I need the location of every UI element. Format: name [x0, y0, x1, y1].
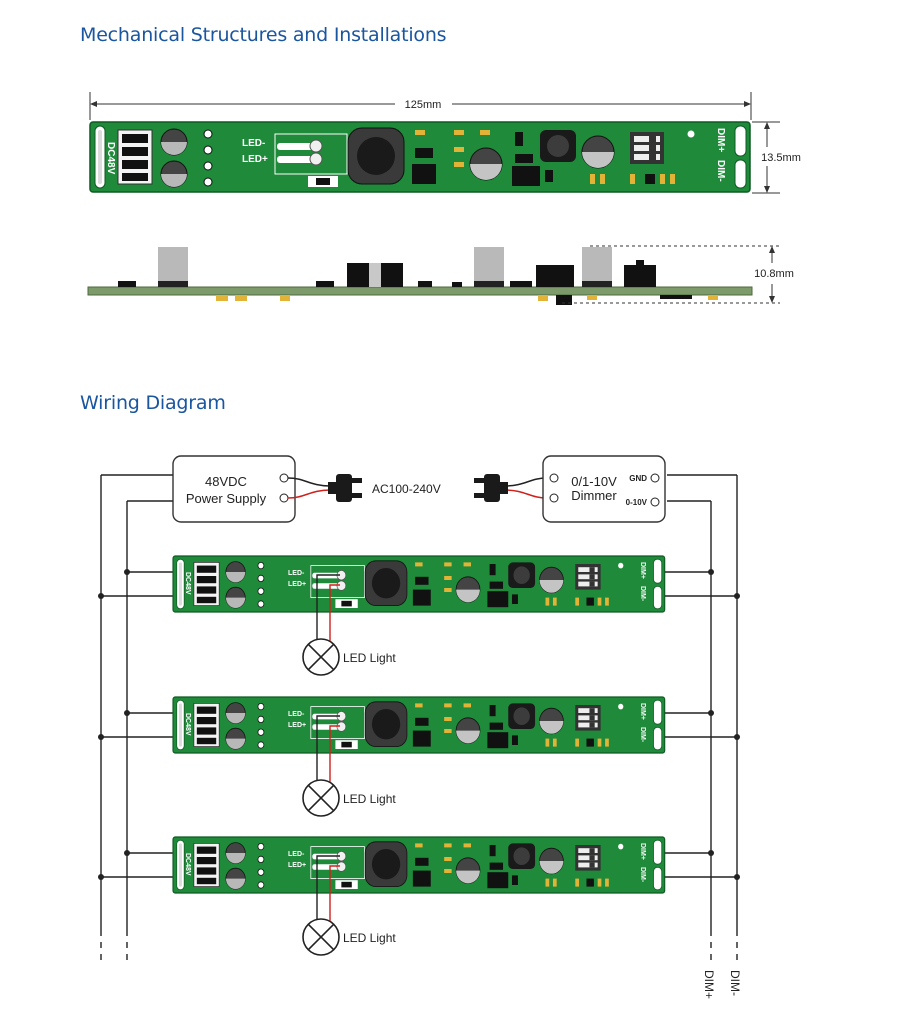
dimmer-name: Dimmer: [571, 488, 617, 503]
input-label: DC48V: [105, 142, 116, 175]
led-minus-label: LED-: [242, 138, 265, 149]
power-supply-name: Power Supply: [186, 491, 267, 506]
width-dimension: [752, 121, 780, 194]
dim-plus-label: DIM+: [639, 562, 646, 579]
led-light-icon: [302, 638, 340, 676]
driver-board-1: [172, 555, 666, 613]
ac-voltage-label: AC100-240V: [372, 482, 441, 496]
length-value: 125mm: [405, 99, 442, 111]
side-view-board: [87, 247, 753, 305]
led-light-label: LED Light: [343, 792, 396, 806]
lamp-wires-2: [316, 715, 340, 786]
power-supply: [172, 455, 296, 523]
led-plus-label: LED+: [288, 722, 306, 729]
dimmer-range: 0/1-10V: [571, 474, 617, 489]
dim-plus-label: DIM+: [639, 843, 646, 860]
dim-minus-label: DIM-: [715, 160, 726, 182]
dimmer-signal-label: 0-10V: [626, 498, 648, 507]
dim-plus-label: DIM+: [715, 128, 726, 152]
driver-board-2: [172, 696, 666, 754]
input-label: DC48V: [184, 853, 191, 876]
led-plus-label: LED+: [288, 581, 306, 588]
plug-right-icon: [474, 474, 508, 502]
dim-minus-end-label: DIM-: [728, 970, 742, 996]
top-view-board: DC48V LED- LED+ DIM+ DIM-: [89, 121, 751, 193]
board-1-labels: DC48V LED- LED+ DIM+ DIM-: [184, 562, 646, 602]
input-label: DC48V: [184, 572, 191, 595]
plug-left-icon: [328, 474, 362, 502]
led-light-icon: [302, 918, 340, 956]
board-3-labels: DC48V LED- LED+ DIM+ DIM-: [184, 843, 646, 883]
dim-minus-label: DIM-: [639, 727, 646, 743]
dimmer-gnd-label: GND: [629, 474, 647, 483]
input-label: DC48V: [184, 713, 191, 736]
height-value: 10.8mm: [754, 268, 794, 280]
led-light-label: LED Light: [343, 651, 396, 665]
board-2-labels: DC48V LED- LED+ DIM+ DIM-: [184, 703, 646, 743]
led-minus-label: LED-: [288, 711, 305, 718]
dim-minus-label: DIM-: [639, 586, 646, 602]
height-dimension: [562, 245, 780, 304]
led-plus-label: LED+: [242, 154, 268, 165]
dim-plus-label: DIM+: [639, 703, 646, 720]
dim-minus-label: DIM-: [639, 867, 646, 883]
led-minus-label: LED-: [288, 851, 305, 858]
dimmer: [542, 455, 666, 523]
mechanical-section-title: Mechanical Structures and Installations: [80, 24, 447, 46]
width-value: 13.5mm: [761, 152, 801, 164]
power-supply-voltage: 48VDC: [205, 474, 247, 489]
wiring-section-title: Wiring Diagram: [80, 392, 226, 414]
length-dimension: [89, 92, 752, 120]
led-plus-label: LED+: [288, 862, 306, 869]
led-light-icon: [302, 779, 340, 817]
dim-plus-end-label: DIM+: [702, 970, 716, 999]
driver-board-3: [172, 836, 666, 894]
junction-dots: [98, 569, 740, 880]
lamp-wires-3: [316, 855, 340, 925]
lamp-wires-1: [316, 574, 340, 645]
led-light-label: LED Light: [343, 931, 396, 945]
led-minus-label: LED-: [288, 570, 305, 577]
